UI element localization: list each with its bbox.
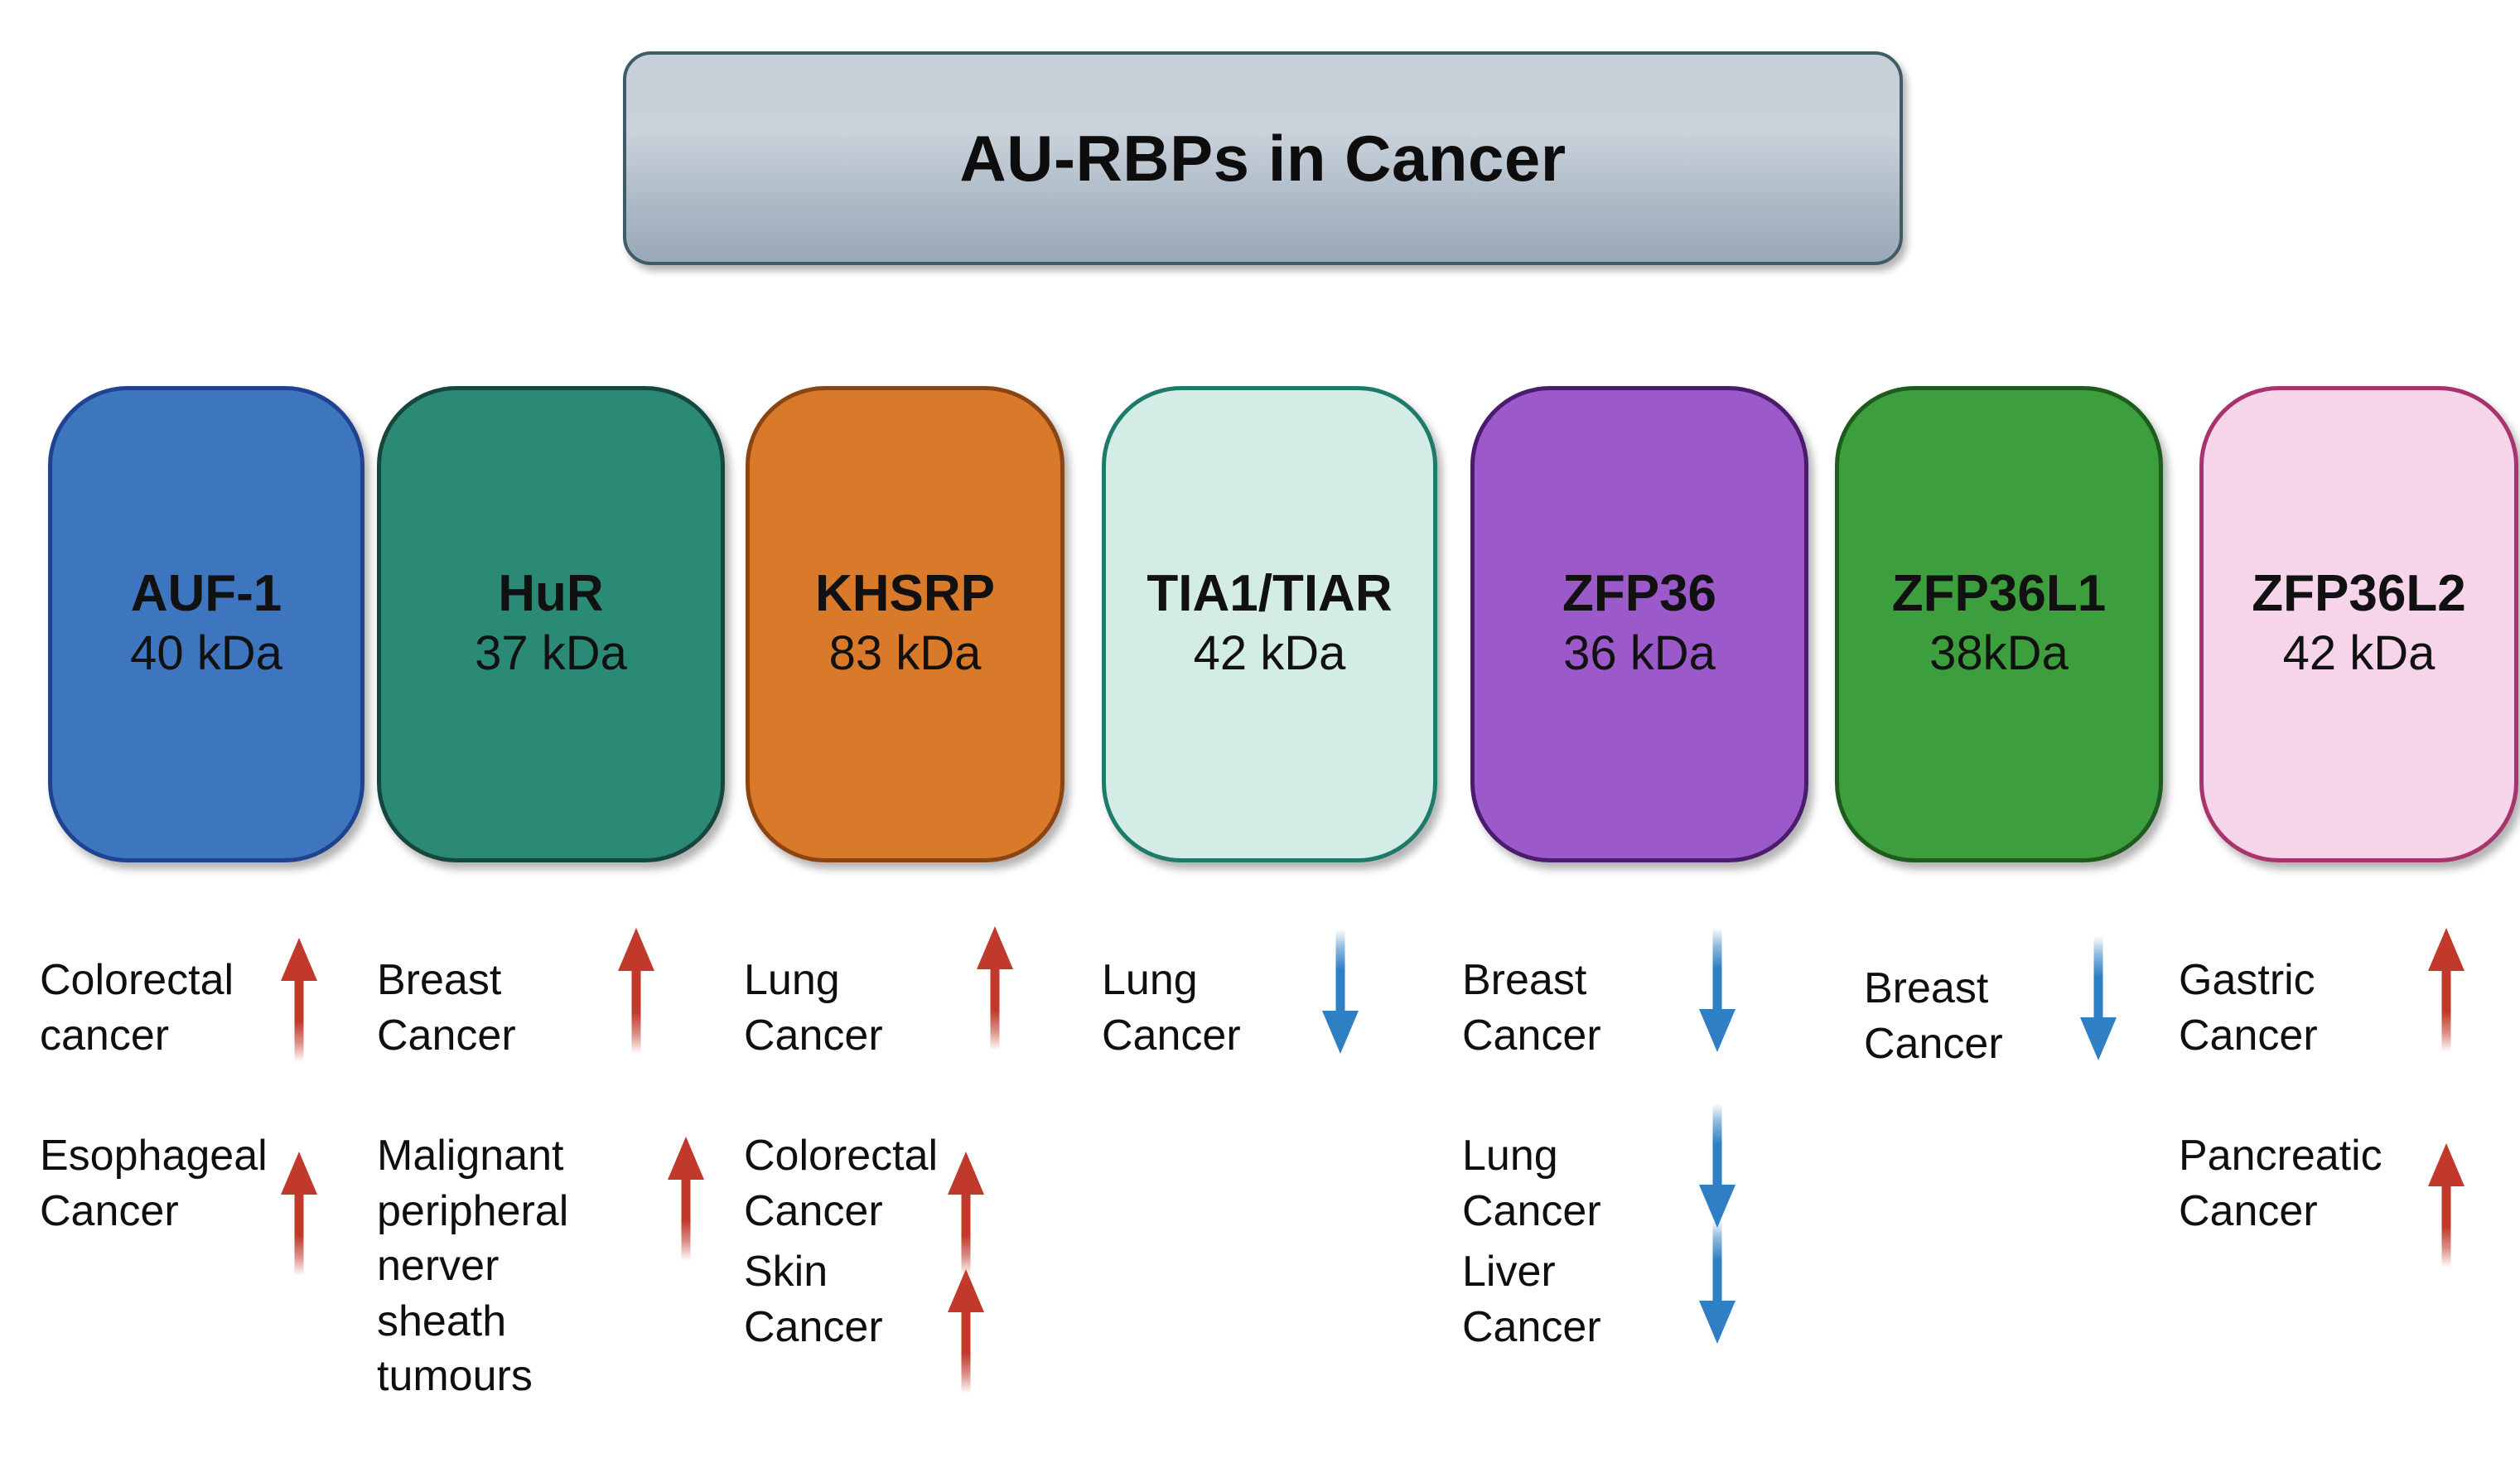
arrow-down-icon bbox=[1698, 928, 1736, 1052]
cancer-label: Colorectal Cancer bbox=[744, 1132, 939, 1235]
arrow-up-icon bbox=[976, 926, 1014, 1050]
arrow-down-icon bbox=[2079, 936, 2117, 1060]
cancer-label: Breast Cancer bbox=[1864, 964, 2003, 1068]
protein-name: ZFP36L1 bbox=[1891, 564, 2107, 622]
protein-mass: 83 kDa bbox=[828, 625, 982, 680]
arrow-down-icon bbox=[1698, 1219, 1736, 1344]
cancer-label: Colorectal cancer bbox=[40, 956, 234, 1060]
protein-mass: 42 kDa bbox=[1193, 625, 1346, 680]
cancer-label: Breast Cancer bbox=[1462, 956, 1601, 1060]
protein-mass: 37 kDa bbox=[475, 625, 627, 680]
protein-mass: 42 kDa bbox=[2282, 625, 2436, 680]
cancer-label: Lung Cancer bbox=[744, 956, 883, 1060]
arrow-up-icon bbox=[617, 928, 655, 1054]
protein-name: AUF-1 bbox=[130, 564, 282, 622]
cancer-label: Skin Cancer bbox=[744, 1248, 883, 1351]
arrow-up-icon bbox=[947, 1269, 985, 1393]
protein-mass: 38kDa bbox=[1929, 625, 2069, 680]
cancer-label: Liver Cancer bbox=[1462, 1248, 1601, 1351]
arrow-up-icon bbox=[947, 1152, 985, 1276]
protein-mass: 40 kDa bbox=[130, 625, 282, 680]
arrow-up-icon bbox=[2427, 1143, 2465, 1268]
arrow-up-icon bbox=[667, 1137, 705, 1261]
arrow-up-icon bbox=[280, 1152, 318, 1276]
cancer-label: Malignant peripheral nerver sheath tumou… bbox=[377, 1132, 569, 1401]
protein-name: KHSRP bbox=[814, 564, 996, 622]
protein-name: ZFP36L2 bbox=[2252, 564, 2466, 622]
arrow-down-icon bbox=[1698, 1103, 1736, 1228]
cancer-label: Esophageal Cancer bbox=[40, 1132, 268, 1235]
protein-name: TIA1/TIAR bbox=[1147, 564, 1393, 622]
title-banner: AU-RBPs in Cancer bbox=[623, 51, 1903, 265]
cancer-label: Lung Cancer bbox=[1462, 1132, 1601, 1235]
arrow-up-icon bbox=[280, 938, 318, 1062]
arrow-up-icon bbox=[2427, 928, 2465, 1052]
protein-name: ZFP36 bbox=[1562, 564, 1717, 622]
cancer-label: Pancreatic Cancer bbox=[2179, 1132, 2382, 1235]
cancer-label: Gastric Cancer bbox=[2179, 956, 2318, 1060]
protein-name: HuR bbox=[498, 564, 604, 622]
cancer-label: Breast Cancer bbox=[377, 956, 516, 1060]
protein-mass: 36 kDa bbox=[1563, 625, 1716, 680]
arrow-down-icon bbox=[1321, 930, 1359, 1054]
cancer-label: Lung Cancer bbox=[1102, 956, 1241, 1060]
page-title: AU-RBPs in Cancer bbox=[959, 121, 1567, 195]
